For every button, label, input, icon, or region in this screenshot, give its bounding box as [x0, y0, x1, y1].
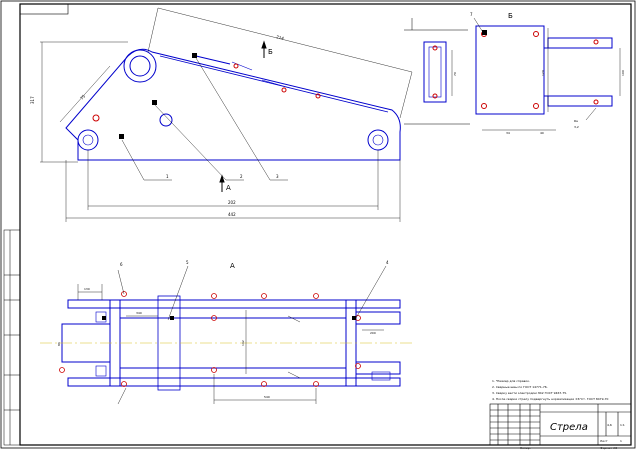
view-a-weld-marks: [102, 316, 356, 320]
dim-86: 86: [57, 342, 61, 346]
view-b-weld-mark: [482, 30, 487, 35]
dim-100: 100: [621, 70, 625, 76]
roughness-value: 3,2: [574, 125, 579, 129]
callout-2: 2: [240, 174, 243, 179]
sheet-number: 1: [620, 439, 622, 443]
note-4: 4. После сварки стрелу подвергнуть норма…: [492, 397, 608, 401]
view-a-label: А: [230, 262, 235, 270]
sheet-label: Лист: [600, 439, 608, 443]
dim-142: 142: [241, 340, 245, 346]
dim-317: 317: [30, 96, 35, 104]
boom-side-view: [65, 48, 401, 161]
callout-5: 5: [186, 260, 189, 265]
weld-marks-top: [119, 53, 197, 139]
callout-4: 4: [386, 260, 389, 265]
view-b-label: Б: [508, 12, 513, 20]
dim-70: 70: [453, 72, 457, 76]
callout-6: 6: [120, 262, 123, 267]
dim-200: 200: [370, 331, 376, 335]
view-a-dim-lines: [77, 265, 387, 405]
note-1: 1. *Размер для справок.: [492, 379, 530, 383]
view-a-holes: [59, 291, 361, 387]
dim-130: 130: [84, 287, 90, 291]
top-left-stamp: [19, 3, 69, 15]
scale-value: 1:1: [620, 423, 625, 427]
dim-442: 442: [228, 212, 236, 217]
view-b-dim-lines: [451, 17, 621, 131]
mass-value: 4,6: [607, 423, 612, 427]
roughness-ra: Ra: [574, 119, 578, 123]
dim-340: 340: [136, 311, 142, 315]
dim-214: 214: [276, 34, 285, 41]
title-block: [489, 403, 632, 446]
arrow-b-label: Б: [268, 48, 273, 56]
view-b: [423, 25, 613, 115]
dim-202: 202: [228, 200, 236, 205]
drawing-title: Стрела: [550, 422, 588, 433]
top-dimension-lines: [40, 7, 413, 222]
copy-label: Копир.: [520, 446, 531, 450]
dim-40: 40: [540, 131, 544, 135]
callout-7: 7: [470, 12, 473, 17]
inner-frame: [19, 3, 632, 446]
note-3: 3. Сварку вести электродом Э42 ГОСТ 9467…: [492, 391, 567, 395]
dim-75: 75: [79, 93, 86, 100]
format-label: Формат А3: [600, 446, 617, 450]
view-b-break-lines: [404, 18, 470, 125]
callout-3: 3: [276, 174, 279, 179]
note-2: 2. Сварные швы по ГОСТ 14771-76.: [492, 385, 548, 389]
dim-34: 34: [506, 131, 510, 135]
arrow-a-label: А: [226, 184, 231, 192]
dim-540: 540: [264, 395, 270, 399]
left-margin-strips: [3, 229, 21, 446]
boom-holes-top: [77, 49, 389, 151]
dim-120: 120: [541, 70, 545, 76]
section-arrows-top: [219, 40, 267, 192]
callout-1: 1: [166, 174, 169, 179]
